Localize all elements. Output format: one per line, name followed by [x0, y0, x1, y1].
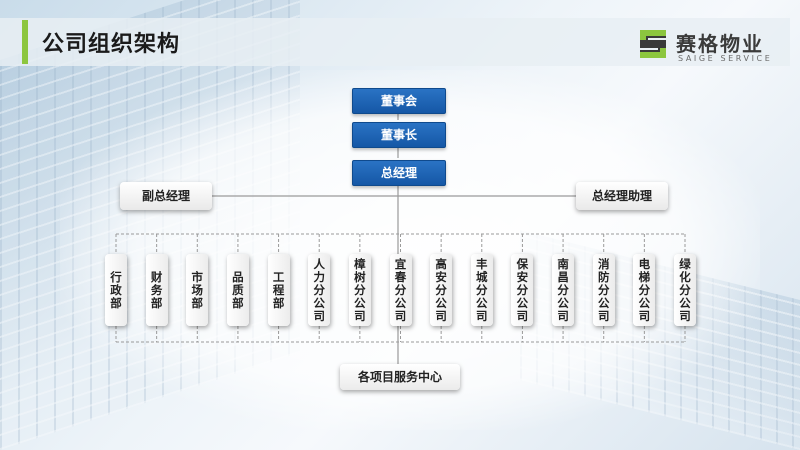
department-box: 人力分公司 — [308, 254, 331, 326]
department-label: 保安分公司 — [516, 256, 529, 323]
department-label: 电梯分公司 — [638, 256, 651, 323]
department-label: 市场部 — [191, 269, 204, 310]
department-box: 樟树分公司 — [348, 254, 371, 326]
department-label: 行政部 — [110, 269, 122, 310]
department-box: 财务部 — [145, 254, 168, 326]
department-box: 电梯分公司 — [633, 254, 656, 326]
department-box: 行政部 — [105, 254, 127, 326]
department-box: 保安分公司 — [511, 254, 534, 326]
department-label: 樟树分公司 — [354, 256, 366, 323]
department-label: 品质部 — [232, 269, 244, 310]
department-box: 南昌分公司 — [552, 254, 575, 326]
department-label: 南昌分公司 — [557, 256, 569, 323]
department-label: 绿化分公司 — [679, 256, 691, 323]
department-box: 工程部 — [267, 254, 290, 326]
department-label: 人力分公司 — [313, 256, 325, 323]
department-label: 高安分公司 — [435, 256, 447, 323]
department-box: 宜春分公司 — [389, 254, 412, 326]
department-box: 品质部 — [226, 254, 249, 326]
department-box: 绿化分公司 — [674, 254, 696, 326]
department-label: 工程部 — [272, 269, 285, 310]
general-manager-assistant-box: 总经理助理 — [576, 182, 668, 210]
department-label: 宜春分公司 — [394, 256, 407, 323]
logo-s-icon — [640, 30, 666, 58]
department-box: 丰城分公司 — [470, 254, 493, 326]
logo-name-en: SAIGE SERVICE — [678, 54, 773, 63]
department-label: 丰城分公司 — [476, 256, 488, 323]
deputy-general-manager-box: 副总经理 — [120, 182, 212, 210]
department-box: 市场部 — [186, 254, 209, 326]
page-title: 公司组织架构 — [42, 32, 181, 57]
department-label: 消防分公司 — [597, 256, 610, 323]
company-logo: 赛格物业 SAIGE SERVICE — [636, 26, 786, 66]
department-label: 财务部 — [150, 269, 163, 310]
header-accent-bar — [22, 20, 28, 64]
department-box: 消防分公司 — [592, 254, 615, 326]
board-of-directors-box: 董事会 — [352, 88, 446, 114]
project-service-centers-box: 各项目服务中心 — [340, 364, 460, 390]
general-manager-box: 总经理 — [352, 160, 446, 186]
department-box: 高安分公司 — [430, 254, 453, 326]
logo-name-cn: 赛格物业 — [676, 32, 764, 56]
chairman-box: 董事长 — [352, 122, 446, 148]
